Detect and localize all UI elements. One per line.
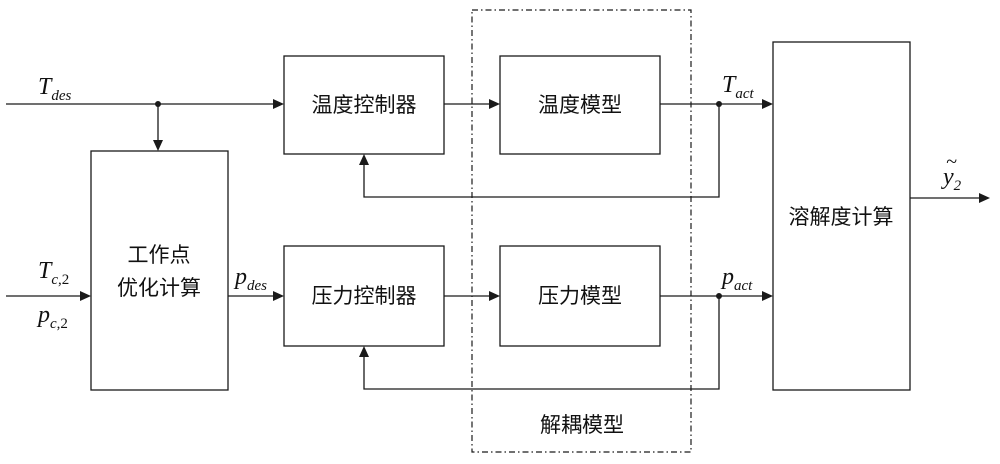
temperature-model-label: 温度模型 (538, 93, 622, 117)
p-act-label: pact (720, 264, 753, 294)
p-des-label: pdes (233, 264, 267, 294)
optimizer-label-line2: 优化计算 (117, 276, 201, 300)
pressure-controller-label: 压力控制器 (312, 284, 417, 308)
operating-point-optimizer-block (91, 151, 228, 390)
t-des-branch-arrowhead (153, 140, 163, 151)
pressure-model-label: 压力模型 (538, 284, 622, 308)
p-c2-label: pc,2 (36, 302, 68, 332)
p-des-arrowhead (273, 291, 284, 301)
optimizer-label-line1: 工作点 (128, 243, 191, 267)
t-act-label: Tact (722, 72, 755, 102)
temp-controller-to-model-arrowhead (489, 99, 500, 109)
temperature-controller-label: 温度控制器 (312, 93, 417, 117)
y2-tilde-accent: ~ (946, 151, 957, 173)
t-c2-label: Tc,2 (38, 258, 69, 288)
temperature-feedback-arrowhead (359, 154, 369, 165)
pressure-feedback-arrowhead (359, 346, 369, 357)
t-des-label: Tdes (38, 74, 72, 104)
tc2-pc2-arrowhead (80, 291, 91, 301)
pressure-controller-to-model-arrowhead (489, 291, 500, 301)
decoupling-model-label: 解耦模型 (540, 413, 624, 437)
t-des-arrowhead (273, 99, 284, 109)
y2-output-arrowhead (979, 193, 990, 203)
p-act-arrowhead (762, 291, 773, 301)
t-act-arrowhead (762, 99, 773, 109)
solubility-calculation-label: 溶解度计算 (789, 205, 894, 229)
